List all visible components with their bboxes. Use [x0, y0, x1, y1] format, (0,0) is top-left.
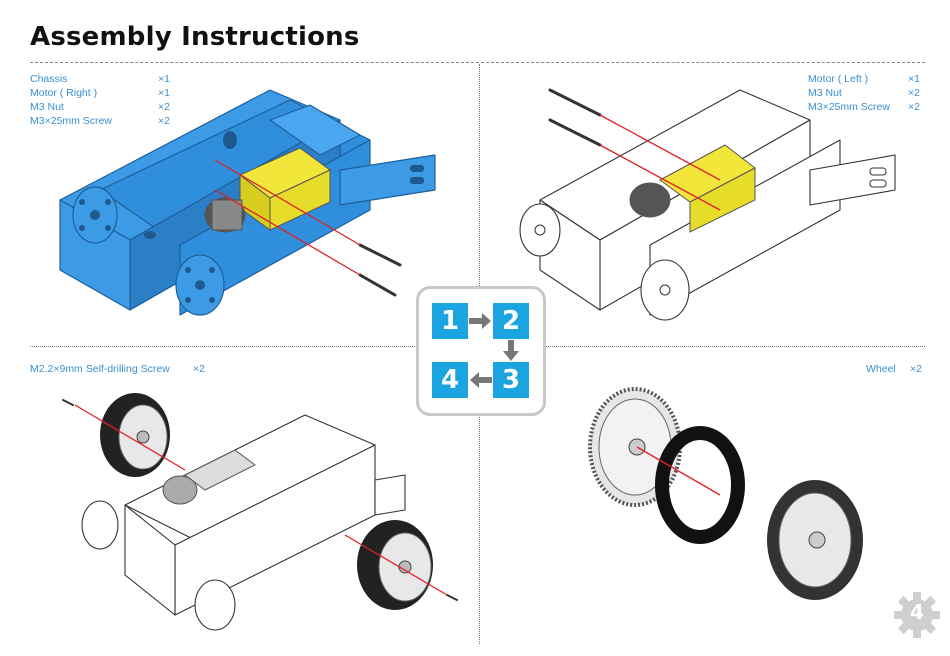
wheel-assembly-illustration — [585, 385, 865, 635]
chassis-white-illustration — [510, 80, 920, 330]
chassis-blue-illustration — [40, 80, 460, 330]
arrow-left-icon — [470, 372, 492, 388]
part-name: M2.2×9mm Self-drilling Screw — [30, 362, 193, 376]
step-arrows — [419, 289, 543, 413]
chassis-wheels-illustration — [55, 385, 470, 635]
title-divider — [30, 62, 925, 63]
part-row: Wheel×2 — [866, 362, 930, 376]
page-number: 4 — [892, 600, 942, 624]
parts-list-step3: M2.2×9mm Self-drilling Screw×2 — [30, 362, 213, 376]
part-qty: ×2 — [193, 362, 213, 376]
arrow-down-icon — [503, 340, 519, 361]
arrow-right-icon — [469, 313, 491, 329]
part-row: M2.2×9mm Self-drilling Screw×2 — [30, 362, 213, 376]
step-flow-diagram: 1 2 3 4 — [416, 286, 546, 416]
page-number-badge: 4 — [892, 590, 942, 640]
part-qty: ×2 — [910, 362, 930, 376]
part-name: Wheel — [866, 362, 910, 376]
parts-list-step4: Wheel×2 — [866, 362, 930, 376]
page-title: Assembly Instructions — [30, 22, 360, 52]
